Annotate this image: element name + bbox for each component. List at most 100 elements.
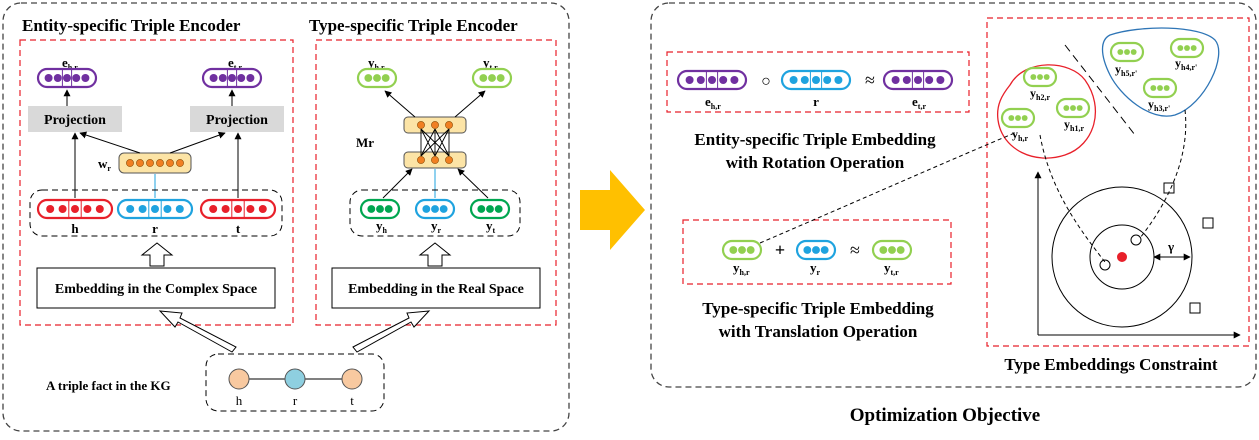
y-h1r-label: yh1,r [1064,117,1084,133]
node-dot [431,121,439,129]
eq2-y-tr-vector [871,239,913,261]
kg-label: A triple fact in the KG [46,378,171,393]
vector-dot [789,76,798,84]
vector-dot [1190,45,1197,51]
vector-dot [364,74,373,82]
optimization-objective-caption: Optimization Objective [850,405,1041,426]
vector-dot [44,74,53,82]
vector-dot [925,76,934,84]
complex-space-label: Embedding in the Complex Space [55,282,257,297]
t-vector [199,198,277,220]
vector-dot [138,205,147,213]
vector-dot [1015,115,1021,121]
node-dot [445,121,453,129]
y-h3r-label: yh3,r' [1148,97,1170,113]
entity-embedding-title-line2: with Rotation Operation [726,153,905,172]
type-encoder-box [315,39,557,326]
y-r-label: yr [431,218,442,235]
vector-dot [373,74,381,82]
vector-dot [496,74,505,82]
node-dot [166,159,174,167]
vector-dot [63,74,71,82]
y-h-label: yh [376,218,388,235]
mr-label: Mr [356,135,374,150]
vector-dot [1030,74,1037,80]
constraint-title: Type Embeddings Constraint [1004,355,1218,374]
vector-dot [896,246,905,254]
hollow-up-arrow-right [418,242,452,267]
mapping-curve-blue [1139,109,1187,239]
vector-dot [879,246,888,254]
y-h5r-label: yh5,r' [1115,62,1137,78]
eq1-circ-operator: ○ [761,73,771,90]
rotation-eq-box [666,51,970,113]
entity-encoder-title: Entity-specific Triple Encoder [22,16,241,35]
vector-dot [53,74,62,82]
vector-dot [1021,115,1028,121]
vector-dot [800,76,809,84]
vector-dot [914,76,922,84]
eq1-approx-operator: ≈ [865,70,875,90]
vector-dot [431,205,439,213]
kg-node-r [284,368,306,390]
y-t-vector [469,198,511,220]
constraint-box [986,17,1250,347]
vector-dot [685,76,694,84]
vector-dot [488,74,496,82]
eq2-y-r-vector [795,239,837,261]
vector-dot [83,205,92,213]
mr-connections [420,128,450,157]
h-label: h [71,221,79,236]
e-tr-label: et,r [228,55,242,72]
vector-dot [151,205,159,213]
vector-dot [902,76,911,84]
vector-dot [1157,85,1163,91]
node-dot [431,156,439,164]
vector-dot [834,76,843,84]
vector-dot [1063,105,1070,111]
vector-dot [367,205,376,213]
y-h2r-label: yh2,r [1030,86,1050,102]
y-tr-label: yt,r [483,55,498,72]
mapping-curve-red [1039,134,1106,263]
vector-dot [234,205,242,213]
mr-edge [434,128,450,157]
hollow-arrow-to-real [352,310,431,353]
node-dot [126,159,134,167]
eq2-y-hr-vector [721,239,763,261]
vector-dot [1070,105,1076,111]
y-h2r-vector [1022,66,1058,88]
vector-dot [738,246,746,254]
y-hr-cluster-vector [1000,107,1036,129]
y-h3r-vector [1142,77,1178,99]
w-r-label: wr [98,156,111,173]
r-vector [116,198,194,220]
vector-dot [237,74,246,82]
eq1-e-tr-label: et,r [912,94,926,111]
y-tr-vector [471,67,513,89]
hollow-up-arrow-left [140,242,174,267]
node-dot [445,156,453,164]
vector-dot [1130,49,1137,55]
kg-r-label: r [293,393,298,408]
y-hrt-group-box [349,189,521,237]
node-dot [417,156,425,164]
node-dot [417,121,425,129]
vector-dot [888,246,896,254]
gamma-label: γ [1167,239,1174,254]
vector-dot [46,205,55,213]
outer-circle [1051,186,1193,328]
kg-node-h [228,368,250,390]
vector-dot [228,74,236,82]
vector-dot [126,205,135,213]
vector-dot [71,205,79,213]
t-label: t [236,221,241,236]
big-yellow-arrow [580,170,645,250]
eq2-y-r-label: yr [810,260,821,277]
vector-dot [1177,45,1184,51]
vector-dot [175,205,184,213]
vector-dot [479,74,488,82]
entity-embedding-title-line1: Entity-specific Triple Embedding [694,130,936,149]
eq2-plus-operator: + [775,240,785,260]
